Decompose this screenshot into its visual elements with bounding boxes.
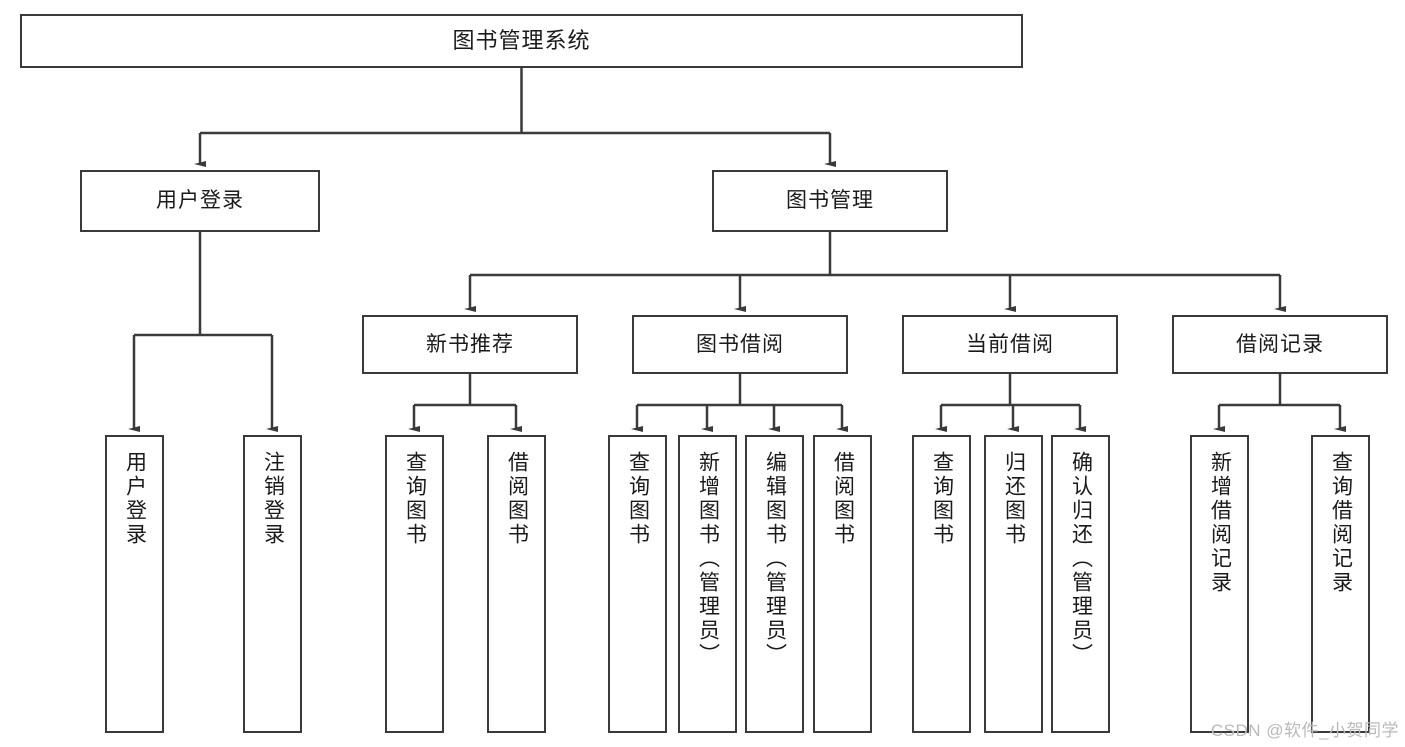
node-label: 归还图书 <box>1002 451 1026 547</box>
node-label: 图书管理 <box>786 189 874 213</box>
node-label: 查询图书 <box>626 451 650 547</box>
node-label: 新增借阅记录 <box>1208 451 1232 595</box>
connector-group-book-borrow <box>631 374 848 432</box>
node-book-borrow[interactable]: 图书借阅 <box>632 315 848 374</box>
node-label: 查询图书 <box>930 451 954 547</box>
node-borrow-record[interactable]: 借阅记录 <box>1172 315 1388 374</box>
node-label: 当前借阅 <box>966 332 1054 356</box>
node-label: 查询借阅记录 <box>1329 451 1353 595</box>
leaf-query-book-current[interactable]: 查询图书 <box>912 435 971 733</box>
node-current-borrow[interactable]: 当前借阅 <box>902 315 1118 374</box>
node-label: 用户登录 <box>123 451 147 547</box>
node-book-management[interactable]: 图书管理 <box>712 170 948 232</box>
csdn-watermark: CSDN @软件_小贺同学 <box>1210 721 1399 740</box>
node-label: 用户登录 <box>156 189 244 213</box>
leaf-query-book-borrow[interactable]: 查询图书 <box>608 435 667 733</box>
connector-group-current-borrow <box>935 374 1086 432</box>
node-label: 图书借阅 <box>696 332 784 356</box>
leaf-logout[interactable]: 注销登录 <box>243 435 302 733</box>
leaf-borrow-book[interactable]: 借阅图书 <box>813 435 872 733</box>
connector-group-user-login <box>128 232 278 432</box>
node-label: 借阅记录 <box>1236 332 1324 356</box>
leaf-return-book[interactable]: 归还图书 <box>984 435 1043 733</box>
leaf-edit-book-admin[interactable]: 编辑图书（管理员） <box>745 435 804 733</box>
connector-group-book-management <box>464 232 1286 312</box>
node-label: 注销登录 <box>261 451 285 547</box>
node-user-login[interactable]: 用户登录 <box>80 170 320 232</box>
node-label: 查询图书 <box>403 451 427 547</box>
connector-group-root <box>194 68 836 167</box>
node-label: 借阅图书 <box>505 451 529 547</box>
node-label: 借阅图书 <box>831 451 855 547</box>
connector-group-new-book-recommend <box>408 374 522 432</box>
leaf-add-borrow-record[interactable]: 新增借阅记录 <box>1190 435 1249 733</box>
node-label: 新书推荐 <box>426 332 514 356</box>
connector-group-borrow-record <box>1213 374 1346 432</box>
leaf-borrow-book-recommend[interactable]: 借阅图书 <box>487 435 546 733</box>
leaf-add-book-admin[interactable]: 新增图书（管理员） <box>678 435 737 733</box>
leaf-user-login[interactable]: 用户登录 <box>105 435 164 733</box>
node-label: 确认归还（管理员） <box>1069 451 1093 667</box>
node-label: 编辑图书（管理员） <box>763 451 787 667</box>
node-new-book-recommend[interactable]: 新书推荐 <box>362 315 578 374</box>
node-label: 图书管理系统 <box>452 27 591 53</box>
leaf-query-book-recommend[interactable]: 查询图书 <box>385 435 444 733</box>
node-root-system[interactable]: 图书管理系统 <box>20 14 1023 68</box>
leaf-confirm-return-admin[interactable]: 确认归还（管理员） <box>1051 435 1110 733</box>
node-label: 新增图书（管理员） <box>696 451 720 667</box>
leaf-query-borrow-record[interactable]: 查询借阅记录 <box>1311 435 1370 733</box>
